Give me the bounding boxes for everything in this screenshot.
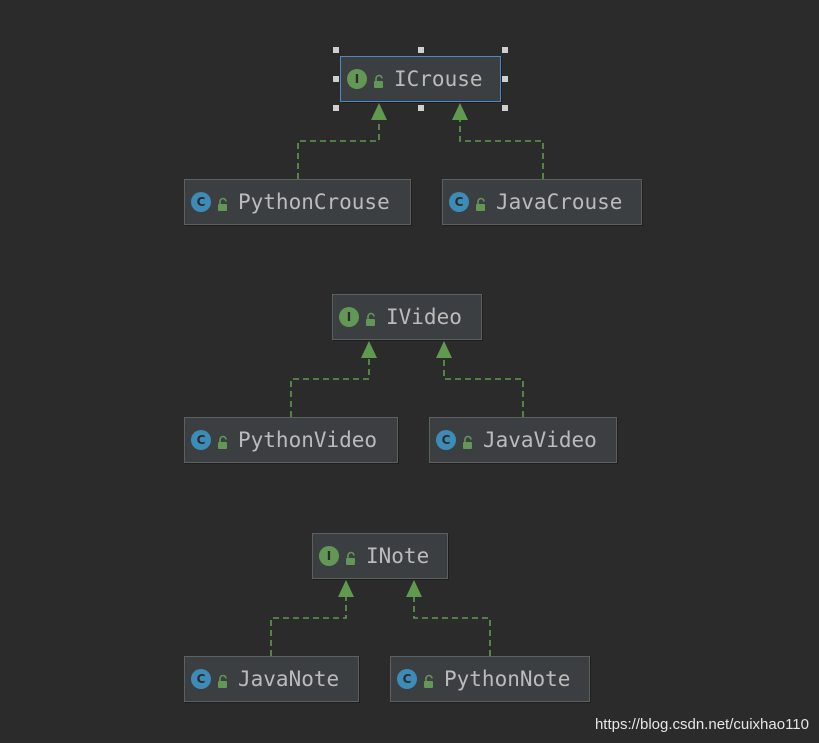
node-label: PythonVideo (238, 428, 378, 452)
node-javanote[interactable]: C JavaNote (184, 656, 359, 702)
resize-handle-1[interactable] (417, 47, 424, 53)
node-javavideo[interactable]: C JavaVideo (429, 417, 617, 463)
class-badge-icon: C (191, 192, 211, 212)
node-javacrouse[interactable]: C JavaCrouse (442, 179, 642, 225)
node-label: IVideo (386, 305, 462, 329)
resize-handle-2[interactable] (502, 47, 508, 53)
interface-badge-icon: I (339, 307, 359, 327)
class-badge-icon: C (397, 669, 417, 689)
unlocked-icon (461, 432, 475, 449)
node-icrouse[interactable]: I ICrouse (340, 56, 501, 102)
unlocked-icon (344, 548, 358, 565)
resize-handle-3[interactable] (333, 76, 339, 82)
interface-badge-icon: I (347, 69, 367, 89)
node-label: JavaVideo (483, 428, 597, 452)
unlocked-icon (474, 194, 488, 211)
node-label: JavaNote (238, 667, 340, 691)
resize-handle-7[interactable] (502, 105, 508, 111)
edge-pythonvideo-to-ivideo (290, 358, 370, 417)
node-label: INote (366, 544, 430, 568)
resize-handle-4[interactable] (502, 76, 508, 82)
node-pythonnote[interactable]: C PythonNote (390, 656, 590, 702)
arrowhead-pythoncrouse-to-icrouse (371, 103, 387, 120)
unlocked-icon (372, 71, 386, 88)
resize-handle-6[interactable] (417, 105, 424, 111)
interface-badge-icon: I (319, 546, 339, 566)
watermark: https://blog.csdn.net/cuixhao110 (594, 716, 809, 733)
node-label: JavaCrouse (496, 190, 623, 214)
arrowhead-pythonvideo-to-ivideo (361, 341, 377, 358)
class-badge-icon: C (191, 430, 211, 450)
unlocked-icon (216, 432, 230, 449)
class-badge-icon: C (436, 430, 456, 450)
resize-handle-0[interactable] (333, 47, 339, 53)
unlocked-icon (422, 671, 436, 688)
node-ivideo[interactable]: I IVideo (332, 294, 482, 340)
class-badge-icon: C (191, 669, 211, 689)
edge-javacrouse-to-icrouse (459, 120, 544, 179)
unlocked-icon (216, 671, 230, 688)
edge-pythonnote-to-inote (413, 597, 491, 656)
arrowhead-javacrouse-to-icrouse (452, 103, 468, 120)
node-pythonvideo[interactable]: C PythonVideo (184, 417, 398, 463)
node-pythoncrouse[interactable]: C PythonCrouse (184, 179, 411, 225)
arrowhead-javanote-to-inote (338, 580, 354, 597)
unlocked-icon (216, 194, 230, 211)
node-label: PythonNote (444, 667, 571, 691)
arrowhead-javavideo-to-ivideo (436, 341, 452, 358)
node-label: PythonCrouse (238, 190, 390, 214)
resize-handle-5[interactable] (333, 105, 339, 111)
edge-javanote-to-inote (270, 597, 347, 656)
unlocked-icon (364, 309, 378, 326)
edge-pythoncrouse-to-icrouse (297, 120, 380, 179)
edge-javavideo-to-ivideo (443, 358, 524, 417)
class-badge-icon: C (449, 192, 469, 212)
arrowhead-pythonnote-to-inote (406, 580, 422, 597)
node-label: ICrouse (394, 67, 483, 91)
node-inote[interactable]: I INote (312, 533, 448, 579)
